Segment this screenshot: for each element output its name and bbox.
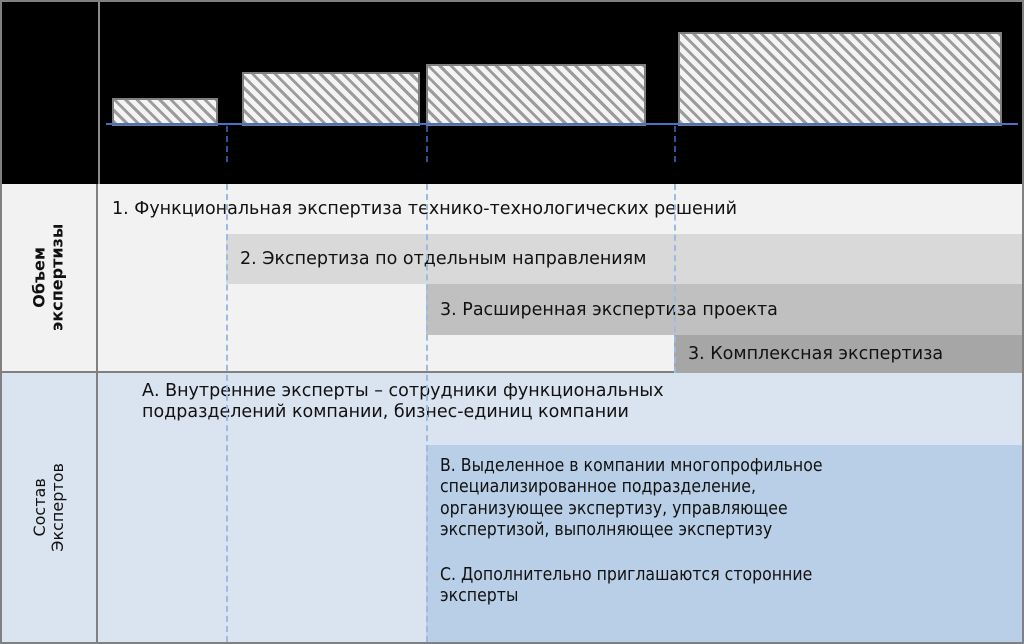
staff-item-c[interactable]: С. Дополнительно приглашаются сторонние … bbox=[426, 561, 1022, 642]
staff-item-b-line3: организующее экспертизу, управляющее bbox=[440, 498, 788, 519]
row-label-scope-line2: экспертизы bbox=[48, 223, 67, 332]
staff-section: А. Внутренние эксперты – сотрудники функ… bbox=[98, 373, 1022, 642]
scope-level-3-label: 3. Расширенная экспертиза проекта bbox=[440, 299, 778, 320]
staff-item-a[interactable]: А. Внутренние эксперты – сотрудники функ… bbox=[98, 373, 1022, 445]
chart-tick-3 bbox=[674, 126, 676, 162]
bar-chart bbox=[2, 2, 1022, 184]
scope-level-1-label: 1. Функциональная экспертиза технико-тех… bbox=[112, 199, 737, 219]
staff-item-a-text: А. Внутренние эксперты – сотрудники функ… bbox=[98, 373, 1022, 424]
staff-item-a-line1: А. Внутренние эксперты – сотрудники функ… bbox=[142, 381, 664, 401]
staff-group-bc: В. Выделенное в компании многопрофильное… bbox=[426, 445, 1022, 642]
staff-item-c-line1: С. Дополнительно приглашаются сторонние bbox=[440, 565, 813, 585]
scope-level-4[interactable]: 3. Комплексная экспертиза bbox=[674, 335, 1022, 373]
row-label-staff-line2: Экспертов bbox=[47, 463, 67, 552]
scope-level-2[interactable]: 2. Экспертиза по отдельным направлениям bbox=[226, 234, 1022, 284]
chart-bar-2 bbox=[242, 72, 420, 126]
row-label-scope: Объем экспертизы bbox=[2, 184, 96, 373]
row-label-staff-text: Состав Экспертов bbox=[29, 463, 68, 552]
row-label-column: Объем экспертизы Состав Экспертов bbox=[2, 184, 98, 642]
staff-item-b-line1: В. Выделенное в компании многопрофильное bbox=[440, 456, 823, 476]
chart-baseline bbox=[106, 123, 1018, 125]
scope-level-2-label: 2. Экспертиза по отдельным направлениям bbox=[240, 249, 647, 269]
scope-section: 1. Функциональная экспертиза технико-тех… bbox=[98, 184, 1022, 373]
staff-item-b-text: В. Выделенное в компании многопрофильное… bbox=[426, 445, 1022, 541]
scope-level-3[interactable]: 3. Расширенная экспертиза проекта bbox=[426, 284, 1022, 335]
matrix-board: Объем экспертизы Состав Экспертов 1. Фун… bbox=[2, 184, 1022, 642]
chart-plot-area bbox=[98, 2, 1022, 184]
chart-bar-3 bbox=[426, 64, 646, 126]
scope-level-1[interactable]: 1. Функциональная экспертиза технико-тех… bbox=[98, 184, 1022, 234]
staff-item-b[interactable]: В. Выделенное в компании многопрофильное… bbox=[426, 445, 1022, 561]
chart-bar-1 bbox=[112, 98, 218, 126]
staff-item-b-line2: специализированное подразделение, bbox=[440, 477, 756, 498]
row-label-staff-line1: Состав bbox=[29, 478, 49, 537]
row-label-scope-text: Объем экспертизы bbox=[29, 223, 68, 332]
chart-axis-divider bbox=[98, 2, 100, 184]
staff-item-a-line2: подразделений компании, бизнес-единиц ко… bbox=[142, 402, 629, 423]
row-label-scope-line1: Объем bbox=[29, 247, 49, 308]
chart-tick-1 bbox=[226, 126, 228, 162]
staff-item-c-text: С. Дополнительно приглашаются сторонние … bbox=[426, 561, 1022, 608]
chart-tick-2 bbox=[426, 126, 428, 162]
row-label-staff: Состав Экспертов bbox=[2, 373, 96, 642]
staff-item-c-line2: эксперты bbox=[440, 586, 519, 607]
scope-level-4-label: 3. Комплексная экспертиза bbox=[688, 344, 944, 364]
chart-bar-4 bbox=[678, 32, 1002, 126]
staff-item-b-line4: экспертизой, выполняющее экспертизу bbox=[440, 520, 773, 541]
